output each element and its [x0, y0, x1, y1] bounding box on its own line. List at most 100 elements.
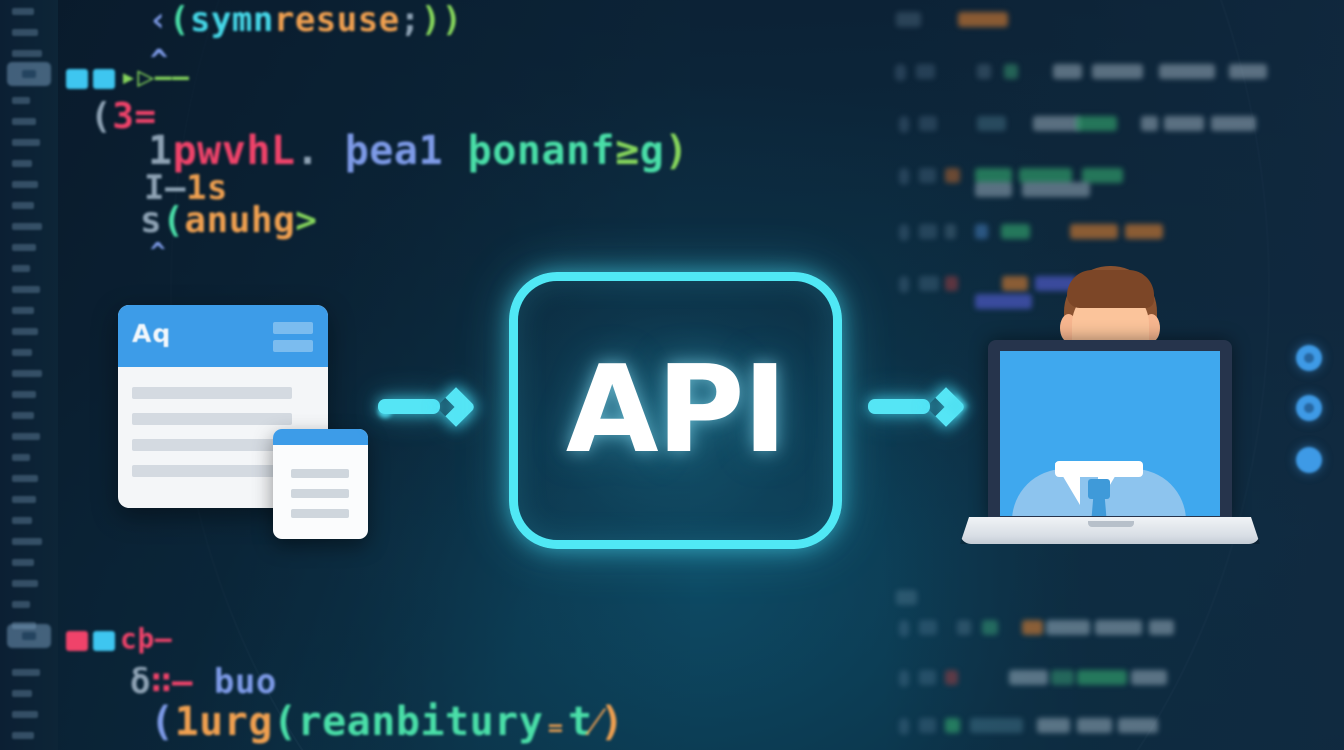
log-cell — [898, 670, 910, 687]
gutter-line-mark — [12, 517, 32, 524]
log-row[interactable] — [884, 64, 1344, 81]
log-cell — [1077, 718, 1113, 733]
code-token: anuhg — [184, 200, 296, 241]
log-cell — [1070, 224, 1119, 239]
log-cell — [969, 718, 1023, 733]
log-cell — [918, 670, 937, 685]
code-token: ( — [90, 96, 113, 137]
log-cell — [1149, 620, 1175, 635]
log-cell — [898, 620, 910, 637]
document-card-secondary — [273, 429, 368, 539]
gutter-line-mark — [12, 391, 36, 398]
api-box: API — [509, 272, 842, 549]
code-line: δ∷— buo — [130, 662, 277, 702]
code-token: ^ — [150, 44, 169, 79]
log-cell — [981, 620, 999, 635]
log-cell — [1051, 670, 1074, 685]
gutter-line-mark — [12, 202, 34, 209]
log-cell — [1001, 276, 1028, 291]
log-cell — [1211, 116, 1256, 131]
arrow-head — [436, 387, 476, 427]
code-line: ^ — [150, 238, 166, 268]
code-token: ≥ — [615, 128, 640, 174]
gutter-line-mark — [12, 370, 42, 377]
log-cell — [977, 116, 1006, 131]
side-icon-2[interactable] — [1296, 395, 1322, 421]
laptop-trackpad-notch — [1088, 521, 1134, 527]
log-cell — [944, 168, 960, 183]
document-secondary-line — [291, 509, 349, 518]
code-token: ⁄) — [592, 699, 625, 745]
editor-gutter — [0, 0, 58, 750]
code-token: resuse — [273, 0, 400, 40]
code-token: s — [140, 200, 163, 241]
gutter-line-mark — [12, 181, 38, 188]
gutter-line-mark — [12, 732, 34, 739]
log-cell — [898, 224, 910, 241]
code-token: ( — [162, 200, 185, 241]
code-token: ‹ — [148, 0, 169, 40]
code-token: 1urg — [174, 699, 273, 745]
code-line: cþ— — [66, 622, 172, 655]
gutter-line-mark — [12, 690, 32, 697]
code-token: ^ — [150, 238, 167, 268]
log-cell — [918, 116, 938, 131]
gutter-line-mark — [12, 307, 34, 314]
log-cell — [895, 64, 906, 81]
log-row[interactable] — [884, 116, 1344, 133]
gutter-line-mark — [12, 559, 34, 566]
gutter-active-line[interactable] — [7, 62, 51, 86]
log-cell — [1032, 116, 1080, 131]
gutter-line-mark — [12, 349, 32, 356]
log-row[interactable] — [884, 224, 1344, 241]
side-icon-1[interactable] — [1296, 345, 1322, 371]
document-body-line — [132, 387, 292, 399]
log-cell — [1019, 168, 1073, 183]
code-token: ( — [150, 699, 175, 745]
document-body-line — [132, 413, 292, 425]
log-cell — [944, 276, 959, 291]
gutter-line-mark — [12, 97, 30, 104]
gutter-line-mark — [12, 286, 40, 293]
gutter-line-mark — [12, 601, 30, 608]
gutter-active-line[interactable] — [7, 624, 51, 648]
gutter-line-mark — [12, 496, 36, 503]
log-cell — [1140, 116, 1159, 131]
code-line: ▸▷—– — [66, 60, 189, 93]
code-token: þonanf — [443, 128, 616, 174]
code-line: s(anuhg> — [140, 200, 317, 241]
log-cell — [974, 224, 989, 239]
code-token: . — [295, 128, 321, 174]
gutter-line-mark — [12, 50, 42, 57]
log-list-panel — [884, 0, 1344, 750]
log-cell — [1035, 276, 1078, 291]
log-row[interactable] — [884, 590, 1344, 605]
log-row[interactable] — [884, 12, 1344, 27]
code-token: ₌ — [543, 699, 568, 745]
arrow-api-to-user-icon — [868, 385, 966, 429]
log-row[interactable] — [884, 168, 1344, 197]
side-icon-3[interactable] — [1296, 447, 1322, 473]
log-cell — [896, 12, 922, 27]
code-block-token — [66, 631, 88, 651]
log-row[interactable] — [884, 670, 1344, 687]
gutter-line-mark — [12, 538, 42, 545]
gutter-line-mark — [12, 160, 32, 167]
log-cell — [1052, 64, 1083, 79]
code-token: 1s — [185, 168, 228, 208]
log-row[interactable] — [884, 718, 1344, 735]
log-cell — [1077, 670, 1128, 685]
log-row[interactable] — [884, 620, 1344, 637]
arrow-shaft — [378, 399, 440, 414]
document-body-line — [132, 465, 292, 477]
code-token: pwvhL — [172, 128, 296, 174]
document-card-header: Aq — [118, 305, 328, 367]
code-token: t — [567, 699, 593, 745]
log-cell — [1046, 620, 1090, 635]
code-block-token — [93, 631, 115, 651]
log-cell — [1000, 224, 1031, 239]
code-token: )) — [420, 0, 463, 40]
gutter-line-mark — [12, 265, 30, 272]
gutter-line-mark — [12, 8, 34, 15]
